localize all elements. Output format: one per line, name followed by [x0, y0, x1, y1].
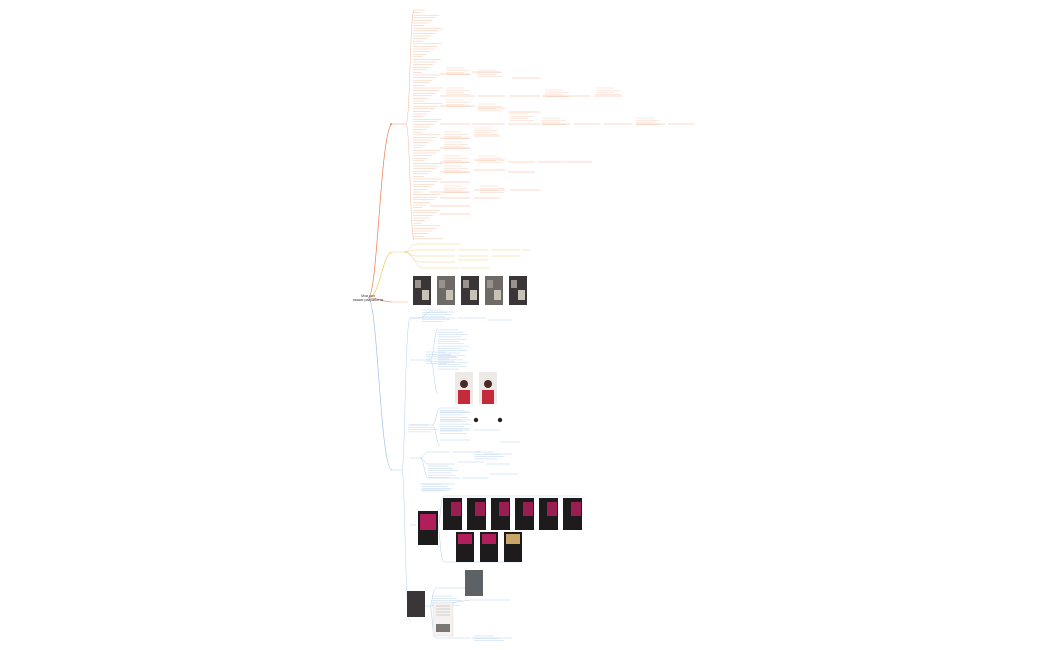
- photo-detail: [446, 290, 453, 300]
- phone-screen: [539, 498, 558, 530]
- photo-thumbnail: [509, 276, 527, 305]
- connector-orange-photos: [367, 297, 393, 303]
- document-image: [436, 624, 450, 632]
- photo-detail: [470, 290, 477, 300]
- phone-accent: [475, 502, 485, 516]
- phone-screen: [504, 532, 522, 562]
- photo-thumbnail: [461, 276, 479, 305]
- blue-branch: [392, 311, 580, 639]
- portrait-head: [460, 380, 468, 388]
- document-thumbnail: [432, 601, 454, 637]
- root-connectors: [367, 123, 393, 471]
- blue-images: [407, 372, 582, 637]
- phone-accent: [499, 502, 509, 516]
- photo-detail: [463, 280, 469, 288]
- photo-detail: [439, 280, 445, 288]
- phone-screen: [563, 498, 582, 530]
- photo-detail: [422, 290, 429, 300]
- phone-screen: [491, 498, 510, 530]
- phone-accent: [482, 534, 496, 544]
- photo-thumbnail: [437, 276, 455, 305]
- portrait-photo: [479, 372, 497, 404]
- photo-detail: [487, 280, 493, 288]
- phone-accent: [547, 502, 557, 516]
- phone-accent: [506, 534, 520, 544]
- photo-branch: [392, 276, 527, 305]
- phone-screen: [480, 532, 498, 562]
- avatar-icon: [497, 417, 503, 423]
- connector-orange-main: [367, 123, 393, 299]
- phone-screen-image: [420, 514, 436, 530]
- phone-accent: [523, 502, 533, 516]
- avatar-icon: [473, 417, 479, 423]
- yellow-branch: [392, 243, 530, 269]
- photo-detail: [415, 280, 421, 288]
- phone-accent: [451, 502, 461, 516]
- portrait-body: [458, 390, 470, 404]
- connector-blue-main: [367, 297, 393, 471]
- portrait-photo: [455, 372, 473, 404]
- orange-dot-icon: [390, 123, 392, 125]
- phone-screen: [443, 498, 462, 530]
- portrait-body: [482, 390, 494, 404]
- orange-branch: [390, 9, 694, 241]
- bottom-photo: [407, 591, 425, 617]
- photo-thumbnail: [485, 276, 503, 305]
- root-title-line2: наших разработок: [352, 298, 384, 303]
- phone-screen: [515, 498, 534, 530]
- phone-screen: [467, 498, 486, 530]
- blue-leaves: [408, 309, 504, 641]
- photo-detail: [494, 290, 501, 300]
- root-title-line1: Мои кол: [361, 294, 375, 298]
- connector-yellow-main: [367, 251, 393, 299]
- phone-accent: [571, 502, 581, 516]
- phone-accent: [458, 534, 472, 544]
- portrait-head: [484, 380, 492, 388]
- gallery-screen: [465, 570, 483, 596]
- root-node[interactable]: Мои кол наших разработок: [351, 294, 385, 303]
- phone-screen: [456, 532, 474, 562]
- photo-thumbnail: [413, 276, 431, 305]
- photo-detail: [518, 290, 525, 300]
- photo-detail: [511, 280, 517, 288]
- orange-leaves: [413, 9, 660, 240]
